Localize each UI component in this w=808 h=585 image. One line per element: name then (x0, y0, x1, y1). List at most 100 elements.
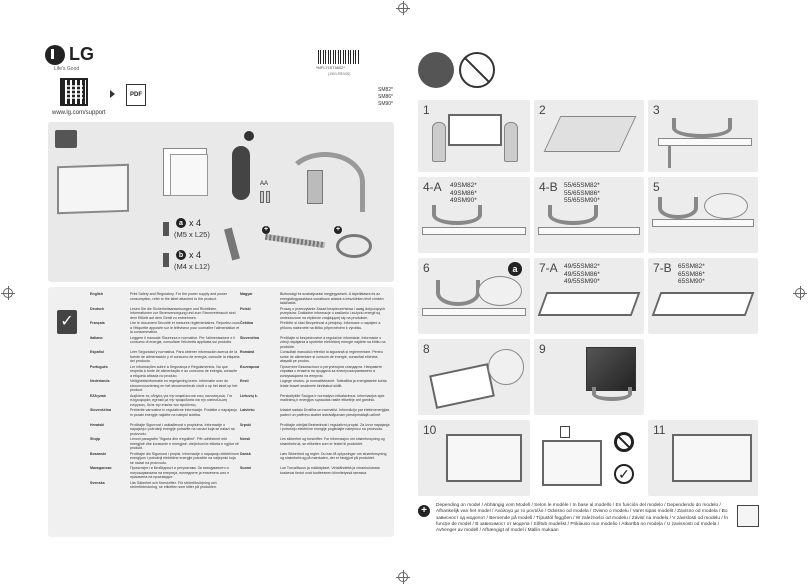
registration-mark-bottom (396, 570, 410, 584)
table-illustration (538, 227, 640, 235)
tv-illustration (57, 163, 129, 215)
step-7a-panel: 7-A 49/55SM82* 49/55SM86* 49/55SM90* (534, 258, 644, 334)
language-panel (48, 287, 394, 537)
bluetooth-icon (244, 131, 254, 141)
step-4b-models: 55/65SM82* 55/65SM86* 55/65SM90* (564, 182, 600, 204)
lg-logo: LG (45, 44, 94, 65)
screw-icon (163, 222, 169, 236)
screw-a-count: x 4 (189, 218, 202, 228)
screw-b-count: x 4 (189, 250, 202, 260)
arrow-right-icon (110, 90, 115, 98)
battery-icon (260, 191, 264, 203)
stand-base-illustration (285, 152, 365, 212)
remote-illustration (232, 146, 250, 200)
no-spray-icon (459, 52, 495, 88)
step-11-panel: 11 (648, 420, 758, 496)
step-9-panel: 9 (534, 339, 644, 415)
registration-mark-top (396, 1, 410, 15)
screw-a-badge: a (508, 262, 522, 276)
cable-holder-illustration (672, 434, 752, 482)
plus-icon: + (418, 505, 430, 517)
screw-b-badge: b (176, 250, 186, 260)
screw-a-badge: a (176, 218, 186, 228)
plus-icon: + (334, 226, 342, 234)
tv-tilt-illustration (429, 363, 495, 409)
step-number: 11 (653, 423, 666, 437)
lock-icon (560, 426, 570, 438)
logo-text: LG (69, 44, 94, 64)
registration-mark-left (1, 286, 15, 300)
stand-base-illustration (672, 118, 732, 138)
step-number: 8 (423, 342, 430, 356)
detail-zoom-illustration (478, 276, 522, 306)
stand-body-illustration (307, 170, 323, 204)
model-item: SM90* (378, 101, 394, 107)
support-url[interactable]: www.lg.com/support (52, 110, 106, 116)
aa-label: AA (260, 181, 269, 187)
stand-base-illustration (592, 387, 632, 401)
step-4a-models: 49SM82* 49SM86* 49SM90* (450, 182, 477, 204)
barcode-icon (318, 50, 360, 64)
step-4b-panel: 4-B 55/65SM82* 55/65SM86* 55/65SM90* (534, 177, 644, 253)
step-5-panel: 5 (648, 177, 758, 253)
step-number: 4-A (423, 180, 442, 194)
tv-face-down-illustration (543, 116, 637, 152)
stand-detail-illustration (542, 440, 602, 486)
language-row: Lietuvių k.Perskaitykite Saugos ir norma… (240, 393, 385, 403)
step-1-panel: 1 (418, 100, 530, 172)
stand-base-illustration (432, 205, 482, 225)
step-7b-models: 65SM82* 65SM86* 65SM90* (678, 263, 705, 285)
registration-mark-right (793, 286, 807, 300)
cable-management-illustration (446, 434, 522, 482)
step-number: 6 (423, 261, 430, 275)
table-illustration (652, 219, 754, 227)
detail-zoom-illustration (488, 349, 524, 385)
barcode-code: (1901-REV00) (328, 72, 351, 76)
step-10-check-panel: ✓ (534, 420, 644, 496)
step-7a-models: 49/55SM82* 49/55SM86* 49/55SM90* (564, 263, 600, 285)
screw-b-row: b x 4 (176, 250, 201, 260)
person-illustration (504, 122, 518, 162)
step-3-panel: 3 (648, 100, 758, 172)
cleaning-brush-icon (418, 52, 454, 88)
tv-standing-illustration (586, 347, 636, 391)
checklist-icon: ✓ (57, 310, 77, 334)
step-number: 2 (539, 103, 546, 117)
stand-base-illustration (658, 197, 698, 219)
person-illustration (432, 122, 446, 162)
step-number: 10 (423, 423, 437, 437)
step-number: 4-B (539, 180, 558, 194)
table-illustration (422, 227, 526, 235)
check-icon: ✓ (614, 464, 634, 484)
model-item: SM86* (378, 94, 394, 100)
step-7b-panel: 7-B 65SM82* 65SM86* 65SM90* (648, 258, 758, 334)
step-number: 7-B (653, 261, 672, 275)
model-list: SM82* SM86* SM90* (378, 87, 393, 108)
step-2-panel: 2 (534, 100, 644, 172)
plus-icon: + (262, 226, 270, 234)
